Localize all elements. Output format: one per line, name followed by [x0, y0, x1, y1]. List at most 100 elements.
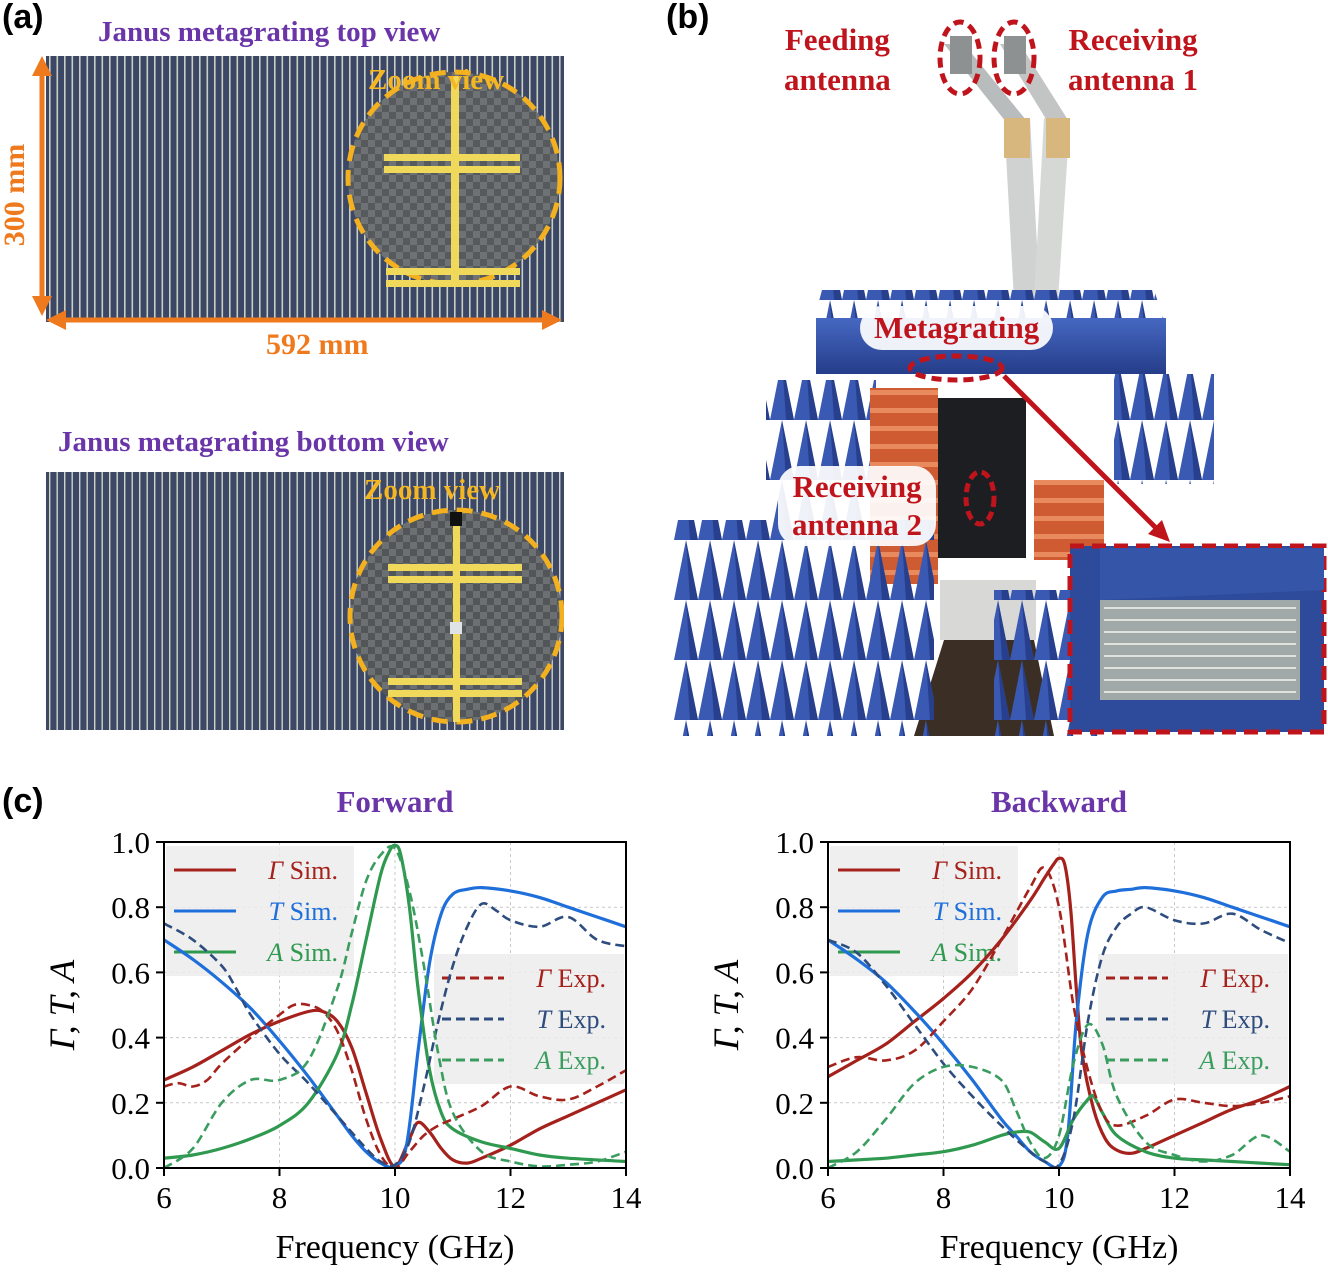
y-tick-label: 1.0 — [775, 825, 814, 860]
legend-symbol: Γ — [931, 856, 948, 885]
legend-symbol: A — [533, 1046, 551, 1075]
legend-entry: A Sim. — [265, 938, 338, 967]
chart-title: Backward — [991, 784, 1127, 819]
panel-label-a: (a) — [2, 0, 44, 36]
x-tick-label: 14 — [611, 1180, 643, 1215]
y-tick-label: 0.4 — [111, 1021, 150, 1056]
legend-symbol: Γ — [535, 964, 552, 993]
feeding-antenna-label: Feeding antenna — [784, 22, 891, 97]
panel-label-c: (c) — [2, 782, 44, 820]
legend-symbol: A — [265, 938, 283, 967]
inset-grating-lines — [1104, 607, 1296, 693]
y-tick-label: 1.0 — [111, 825, 150, 860]
receiving-antenna-2-label: Receiving antenna 2 — [778, 466, 937, 546]
legend-tag: Exp. — [1215, 1046, 1270, 1075]
x-tick-label: 14 — [1275, 1180, 1307, 1215]
legend-symbol: T — [269, 897, 285, 926]
legend-entry: Γ Sim. — [267, 856, 338, 885]
legend-tag: Exp. — [1215, 964, 1270, 993]
series-line — [828, 866, 1290, 1127]
x-tick-label: 12 — [1159, 1180, 1190, 1215]
y-tick-label: 0.0 — [111, 1151, 150, 1186]
bottom-view-image — [46, 472, 565, 730]
legend-exp-box — [434, 954, 624, 1084]
top-zoom-label: Zoom view — [368, 64, 505, 96]
top-view-photo: Zoom view — [46, 56, 564, 322]
top-view-title: Janus metagrating top view — [98, 16, 441, 48]
series-line — [164, 1002, 626, 1168]
x-axis-label: Frequency (GHz) — [940, 1229, 1179, 1266]
series-lines — [828, 856, 1290, 1168]
legend-sim: Γ Sim. T Sim. A Sim. — [830, 846, 1018, 976]
bottom-view-title: Janus metagrating bottom view — [58, 426, 449, 458]
series-line — [828, 905, 1290, 1168]
receiving-antenna-1-label: Receiving antenna 1 — [1068, 22, 1199, 97]
height-dimension-label: 300 mm — [0, 143, 31, 247]
legend-symbol: Γ — [1199, 964, 1216, 993]
bottom-view-photo: Zoom view — [46, 472, 565, 730]
y-tick-label: 0.6 — [775, 955, 814, 990]
y-tick-label: 0.8 — [775, 890, 814, 925]
y-tick-label: 0.4 — [775, 1021, 814, 1056]
legend-symbol: Γ — [267, 856, 284, 885]
legend-sim: Γ Sim.T Sim.A Sim. — [166, 846, 354, 976]
legend-entry: A Exp. — [1197, 1046, 1270, 1075]
x-axis-label: Frequency (GHz) — [276, 1229, 515, 1266]
legend-entry: T Exp. — [537, 1005, 606, 1034]
y-tick-label: 0.0 — [775, 1151, 814, 1186]
series-line — [164, 844, 626, 1168]
legend-tag: Sim. — [947, 897, 1002, 926]
legend-tag: Exp. — [551, 1046, 606, 1075]
x-tick-label: 8 — [272, 1180, 288, 1215]
series-line — [828, 856, 1290, 1155]
x-tick-label: 10 — [1044, 1180, 1075, 1215]
legend-tag: Sim. — [283, 856, 338, 885]
legend-exp: Γ Exp.T Exp.A Exp. — [434, 954, 624, 1084]
legend-entry: Γ Exp. — [535, 964, 606, 993]
bottom-zoom-label: Zoom view — [364, 474, 501, 506]
legend-entry: Γ Sim. — [931, 856, 1002, 885]
y-tick-label: 0.2 — [775, 1086, 814, 1121]
series-line — [164, 843, 626, 1164]
x-tick-label: 8 — [936, 1180, 952, 1215]
legend-symbol: A — [929, 938, 947, 967]
series-line — [828, 1022, 1290, 1168]
legend-tag: Exp. — [1215, 1005, 1270, 1034]
legend-tag: Sim. — [283, 938, 338, 967]
metagrating-label: Metagrating — [860, 306, 1054, 350]
legend-exp-box — [1098, 954, 1288, 1084]
legend-entry: Γ Exp. — [1199, 964, 1270, 993]
x-tick-label: 6 — [820, 1180, 836, 1215]
legend-tag: Exp. — [551, 964, 606, 993]
y-tick-label: 0.8 — [111, 890, 150, 925]
legend-symbol: T — [933, 897, 949, 926]
top-view-image — [46, 56, 564, 322]
series-lines — [164, 843, 626, 1168]
y-axis-label: Γ, T, A — [706, 959, 746, 1052]
legend-entry: T Exp. — [1201, 1005, 1270, 1034]
legend-entry: A Exp. — [533, 1046, 606, 1075]
series-line — [164, 885, 626, 1168]
y-tick-label: 0.2 — [111, 1086, 150, 1121]
measurement-setup-photo: Feeding antenna Receiving antenna 1 Meta… — [674, 0, 1328, 736]
x-tick-label: 6 — [156, 1180, 172, 1215]
chart-title: Forward — [336, 784, 453, 819]
width-dimension-label: 592 mm — [266, 328, 369, 361]
legend-tag: Exp. — [551, 1005, 606, 1034]
dimension-arrows — [32, 56, 562, 330]
series-line — [164, 901, 626, 1168]
legend-entry: T Sim. — [269, 897, 338, 926]
x-tick-label: 10 — [380, 1180, 411, 1215]
y-axis-label: Γ, T, A — [42, 959, 82, 1052]
legend-entry: T Sim. — [933, 897, 1002, 926]
anechoic-chamber-image — [674, 19, 1327, 736]
legend-symbol: T — [537, 1005, 553, 1034]
legend-symbol: A — [1197, 1046, 1215, 1075]
y-tick-label: 0.6 — [111, 955, 150, 990]
x-tick-label: 12 — [495, 1180, 526, 1215]
legend-tag: Sim. — [283, 897, 338, 926]
legend-exp: Γ Exp.T Exp.A Exp. — [1098, 954, 1288, 1084]
legend-symbol: T — [1201, 1005, 1217, 1034]
